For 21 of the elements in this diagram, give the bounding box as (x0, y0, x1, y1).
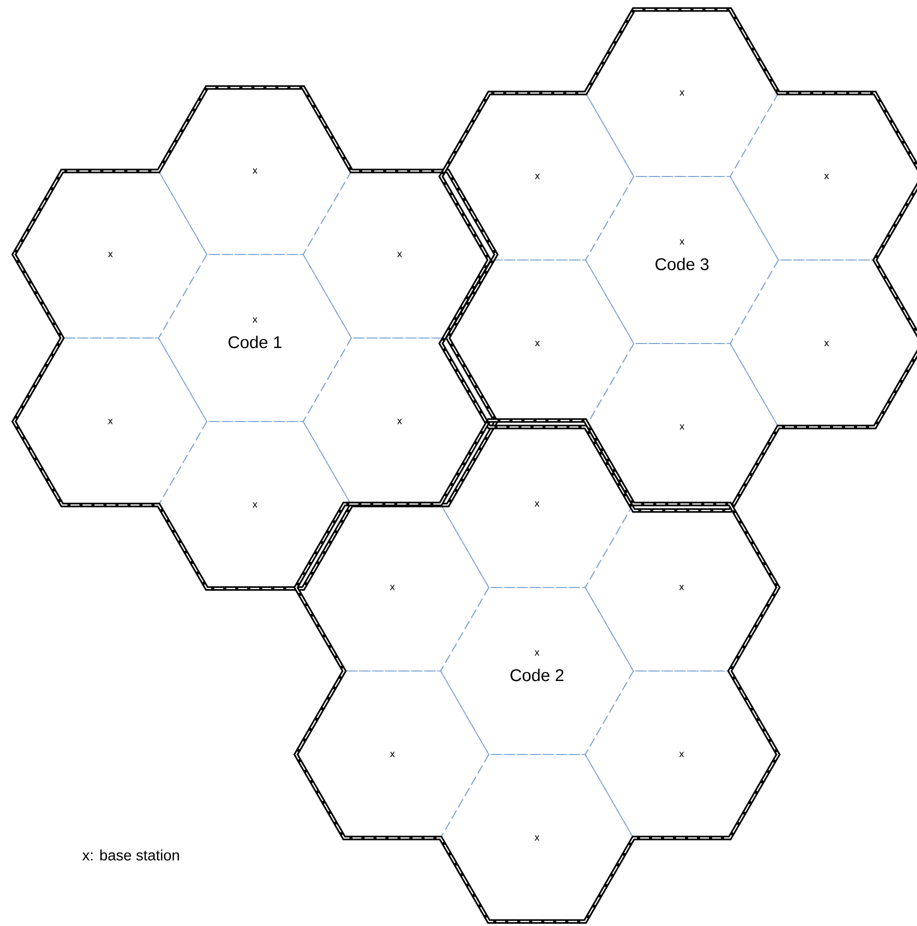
hexagon-cell: x Code 1 (158, 254, 352, 422)
hexagon-cell: x (585, 9, 779, 177)
cluster-outline (438, 7, 917, 513)
hexagon-cell: x Code 2 (440, 587, 634, 755)
hexagon-cell: x (440, 754, 634, 922)
hexagon-cell: x (440, 260, 634, 428)
hexagon-cell: x Code 3 (585, 176, 779, 344)
hexagon-cell: x (158, 87, 352, 255)
hexagon-cell: x (585, 343, 779, 511)
cluster-outline (293, 418, 781, 924)
cluster-outline (11, 85, 499, 591)
hexagon-cell: x (295, 670, 490, 838)
hexagon-cell: x (295, 504, 490, 672)
hexagon-cell: x (730, 92, 917, 260)
hexagon-cell: x (440, 92, 634, 260)
hexagon-cell: x (730, 260, 917, 428)
hexagon-cell: x (13, 170, 208, 338)
legend-note: x: base station (82, 850, 179, 860)
hexagon-cell: x (440, 420, 634, 588)
hexagon-cell: x (158, 421, 352, 589)
hexagon-cell: x (13, 338, 208, 506)
